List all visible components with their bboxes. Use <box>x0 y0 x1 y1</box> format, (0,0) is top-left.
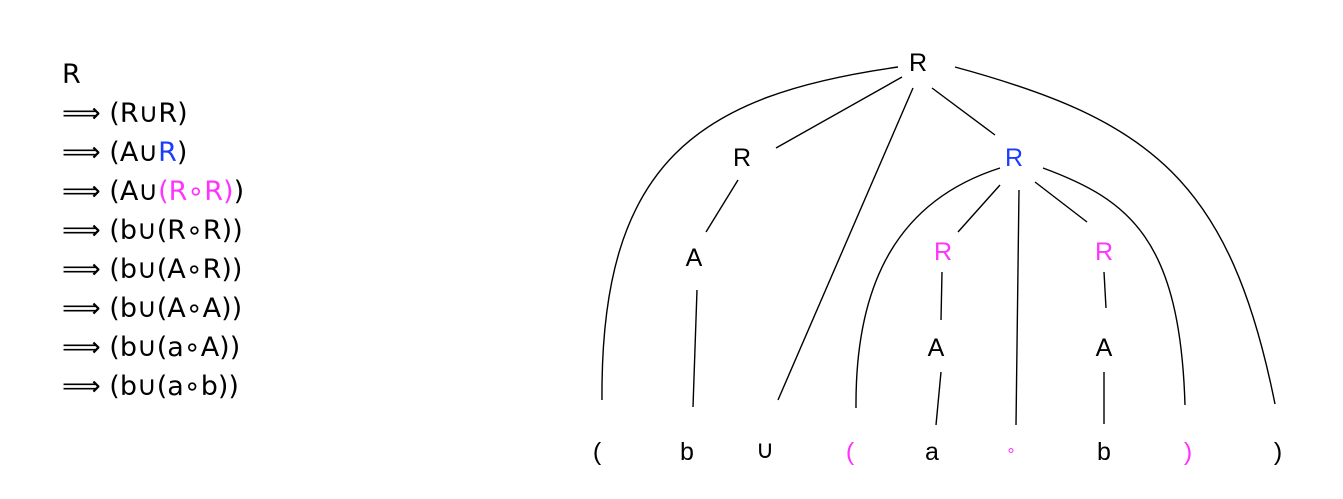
derivation-step: ⟹ (b∪(A∘A)) <box>62 289 244 328</box>
edge-root-rright <box>931 87 996 136</box>
edge-rmid1-amid1 <box>940 271 943 321</box>
edge-root-lparen <box>601 66 899 401</box>
edge-rright-lparen <box>855 167 1001 409</box>
edge-rright-rparen <box>1042 167 1186 406</box>
derivation-part: ) <box>176 137 188 168</box>
tree-leaf-a: a <box>925 438 939 466</box>
derivation-step: ⟹ (A∪R) <box>62 133 244 172</box>
tree-node-root: R <box>909 49 927 77</box>
edge-aleft-b1 <box>692 289 698 408</box>
derivation-part: (b∪(A∘A)) <box>109 293 243 324</box>
tree-leaf-b2: b <box>1097 438 1111 466</box>
derives-arrow: ⟹ <box>62 215 110 246</box>
derives-arrow: ⟹ <box>62 332 110 363</box>
derivation-step: ⟹ (b∪(A∘R)) <box>62 250 244 289</box>
derivation-part: (R∘R) <box>158 176 234 207</box>
tree-leaf-compose: ∘ <box>1006 442 1016 459</box>
derivation-part: (A∪ <box>109 176 159 207</box>
tree-leaf-rparen-inner: ) <box>1184 438 1192 466</box>
edge-rright-rmid2 <box>1034 181 1088 223</box>
derivation-part: (b∪(R∘R)) <box>109 215 243 246</box>
tree-edges <box>601 66 1276 426</box>
derivation-part: (b∪(A∘R)) <box>109 254 243 285</box>
tree-node-a-mid1: A <box>928 334 945 362</box>
derives-arrow: ⟹ <box>62 98 110 129</box>
derivation-step: ⟹ (b∪(R∘R)) <box>62 211 244 250</box>
derivation-part: (A∪ <box>109 137 159 168</box>
derivation-step: ⟹ (b∪(a∘b)) <box>62 367 244 406</box>
derives-arrow: ⟹ <box>62 176 110 207</box>
edge-root-rparen <box>954 66 1276 405</box>
tree-nodes: R R R A R R A A ( b ∪ ( a ∘ b ) ) <box>593 49 1282 466</box>
edge-rright-rmid1 <box>957 184 1001 233</box>
tree-node-r-mid1: R <box>934 238 952 266</box>
derivation-step: ⟹ (A∪(R∘R)) <box>62 172 244 211</box>
edge-rright-compose <box>1015 189 1020 426</box>
derives-arrow: ⟹ <box>62 254 110 285</box>
derives-arrow: ⟹ <box>62 293 110 324</box>
derivation-sequence: R⟹ (R∪R)⟹ (A∪R)⟹ (A∪(R∘R))⟹ (b∪(R∘R))⟹ (… <box>62 55 244 406</box>
derivation-part: R <box>158 137 177 168</box>
tree-node-r-mid2: R <box>1095 238 1113 266</box>
tree-node-a-left: A <box>686 244 703 272</box>
tree-leaf-rparen-outer: ) <box>1274 438 1282 466</box>
derives-arrow: ⟹ <box>62 137 110 168</box>
edge-rmid2-amid2 <box>1103 271 1107 309</box>
derivation-part: (R∪R) <box>109 98 188 129</box>
edge-root-union <box>777 87 914 401</box>
edge-amid1-a <box>935 371 942 426</box>
edge-root-rleft <box>775 76 903 149</box>
derivation-step: ⟹ (b∪(a∘A)) <box>62 328 244 367</box>
tree-leaf-lparen-inner: ( <box>846 438 855 466</box>
edge-rleft-aleft <box>705 179 739 233</box>
derives-arrow: ⟹ <box>62 371 110 402</box>
tree-node-r-left: R <box>733 144 751 172</box>
derivation-part: R <box>62 59 81 90</box>
derivation-step: ⟹ (R∪R) <box>62 94 244 133</box>
tree-leaf-b1: b <box>680 438 694 466</box>
tree-leaf-lparen-outer: ( <box>593 438 602 466</box>
derivation-part: (b∪(a∘b)) <box>109 371 239 402</box>
tree-node-a-mid2: A <box>1096 334 1113 362</box>
derivation-part: (b∪(a∘A)) <box>109 332 241 363</box>
tree-leaf-union: ∪ <box>756 436 774 464</box>
derivation-step: R <box>62 55 244 94</box>
tree-node-r-right: R <box>1005 144 1023 172</box>
derivation-part: ) <box>233 176 245 207</box>
